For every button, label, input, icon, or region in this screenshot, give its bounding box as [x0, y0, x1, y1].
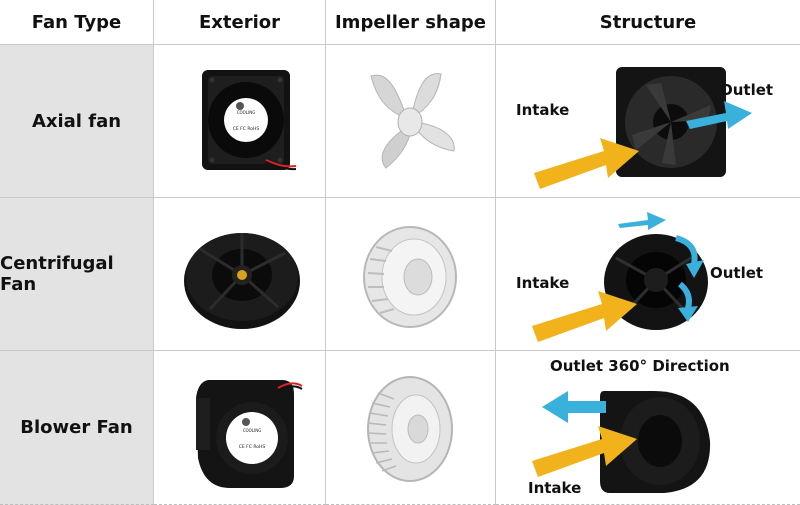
exterior-axial-cell: COOLING CE FC RoHS [154, 45, 326, 198]
header-exterior: Exterior [154, 0, 326, 45]
centrifugal-outlet-label: Outlet [710, 264, 764, 282]
outlet-arrow-top-icon [618, 212, 666, 230]
structure-centrifugal-cell: Intake Outlet [496, 198, 800, 351]
outlet-arrow-side-icon [675, 235, 704, 322]
structure-blower-cell: Outlet 360° Direction Intake [496, 351, 800, 505]
blower-label-certs: CE FC RoHS [238, 444, 265, 450]
axial-structure-image [616, 67, 726, 177]
axial-fan-exterior-image: COOLING CE FC RoHS [201, 70, 296, 171]
intake-arrow-icon [532, 291, 637, 342]
row-type-centrifugal: Centrifugal Fan [0, 198, 154, 351]
impeller-blower-cell [326, 351, 496, 505]
impeller-axial-cell [326, 45, 496, 198]
impeller-centrifugal-cell [326, 198, 496, 351]
blower-intake-label: Intake [528, 479, 582, 497]
blower-impeller-image [366, 375, 453, 482]
exterior-label-brand: COOLING [236, 110, 255, 115]
outlet-arrow-icon [542, 391, 606, 423]
header-structure: Structure [496, 0, 800, 45]
intake-arrow-icon [532, 426, 637, 477]
row-type-axial: Axial fan [0, 45, 154, 198]
blower-label-brand: COOLING [242, 428, 261, 433]
exterior-centrifugal-cell [154, 198, 326, 351]
centrifugal-fan-exterior-image [183, 233, 300, 329]
header-fan-type: Fan Type [0, 0, 154, 45]
centrifugal-intake-label: Intake [516, 274, 570, 292]
axial-impeller-image [369, 73, 455, 169]
axial-outlet-label: Outlet [720, 81, 774, 99]
outlet-arrow-icon [686, 101, 752, 129]
intake-arrow-icon [534, 138, 639, 189]
blower-fan-exterior-image: COOLING CE FC RoHS [195, 379, 303, 488]
blower-structure-image [600, 391, 711, 493]
blower-outlet-label: Outlet 360° Direction [550, 357, 730, 375]
header-impeller-shape: Impeller shape [326, 0, 496, 45]
centrifugal-impeller-image [362, 226, 457, 328]
exterior-label-certs: CE FC RoHS [232, 126, 259, 132]
axial-intake-label: Intake [516, 101, 570, 119]
structure-axial-cell: Intake Outlet [496, 45, 800, 198]
exterior-blower-cell: COOLING CE FC RoHS [154, 351, 326, 505]
row-type-blower: Blower Fan [0, 351, 154, 505]
